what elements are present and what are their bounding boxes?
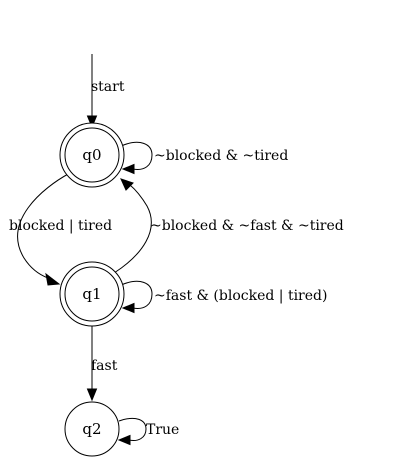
edge-q0-self-loop-line bbox=[120, 141, 153, 170]
edge-q1-self-loop: ~fast & (blocked | tired) bbox=[120, 280, 327, 314]
node-q0-label: q0 bbox=[82, 146, 101, 164]
edge-q1-to-q0-label: ~blocked & ~fast & ~tired bbox=[150, 218, 344, 234]
edge-q1-to-q0-arrowhead bbox=[120, 178, 134, 191]
edge-q0-to-q1-label: blocked | tired bbox=[9, 218, 112, 234]
edge-q1-self-loop-arrowhead bbox=[121, 302, 135, 314]
edge-q1-to-q2-arrowhead bbox=[86, 388, 98, 402]
edge-q0-self-loop-label: ~blocked & ~tired bbox=[154, 148, 288, 164]
edge-q1-to-q0-line bbox=[113, 184, 152, 274]
edge-start-label: start bbox=[91, 79, 125, 95]
node-q2-ring bbox=[64, 401, 120, 457]
edge-start-arrowhead bbox=[86, 115, 98, 129]
node-q1-inner-ring bbox=[64, 266, 120, 322]
node-q0: q0 bbox=[59, 122, 125, 188]
edge-q1-to-q2: fast bbox=[86, 324, 118, 402]
node-q1: q1 bbox=[59, 261, 125, 327]
edge-q1-to-q2-label: fast bbox=[91, 358, 118, 374]
node-q2-label: q2 bbox=[82, 420, 101, 438]
edge-q0-self-loop: ~blocked & ~tired bbox=[120, 141, 288, 175]
edge-q1-self-loop-label: ~fast & (blocked | tired) bbox=[154, 288, 327, 304]
edge-q0-self-loop-arrowhead bbox=[121, 163, 135, 175]
edge-q1-to-q0: ~blocked & ~fast & ~tired bbox=[113, 178, 344, 274]
edge-q0-to-q1: blocked | tired bbox=[9, 172, 112, 286]
node-q2: q2 bbox=[64, 401, 120, 457]
edge-start: start bbox=[86, 54, 125, 129]
edge-q2-self-loop-label: True bbox=[146, 422, 179, 438]
edge-q0-to-q1-line bbox=[17, 172, 71, 279]
node-q1-label: q1 bbox=[82, 285, 101, 303]
edge-q2-self-loop: True bbox=[117, 417, 179, 446]
node-q0-inner-ring bbox=[64, 127, 120, 183]
edge-q0-to-q1-arrowhead bbox=[45, 272, 61, 286]
edge-q1-self-loop-line bbox=[120, 280, 153, 309]
edge-q2-self-loop-line bbox=[118, 417, 147, 441]
edge-q2-self-loop-arrowhead bbox=[117, 434, 131, 446]
